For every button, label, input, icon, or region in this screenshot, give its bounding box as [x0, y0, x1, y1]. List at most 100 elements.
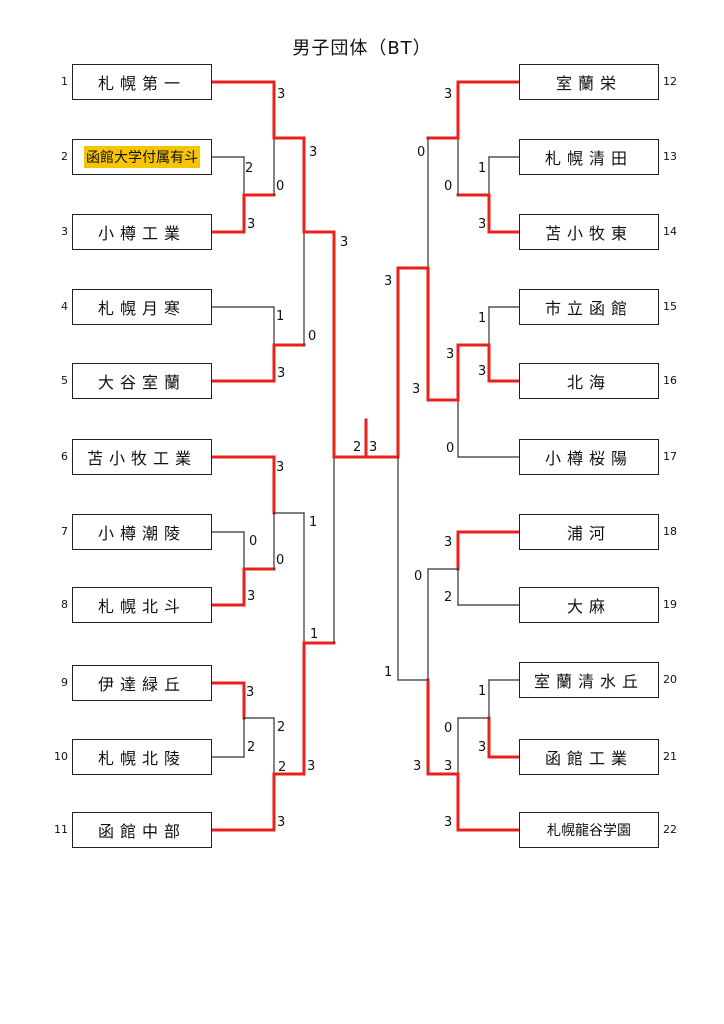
score-label: 2 — [353, 440, 361, 455]
score-label: 0 — [417, 145, 425, 160]
seed-number: 1 — [61, 75, 68, 88]
team-box: 函館大学付属有斗 — [72, 139, 212, 175]
team-box: 札幌北斗 — [72, 587, 212, 623]
score-label: 3 — [384, 274, 392, 289]
seed-number: 10 — [54, 750, 68, 763]
seed-number: 14 — [663, 225, 677, 238]
score-label: 2 — [444, 590, 452, 605]
team-box: 札幌龍谷学園 — [519, 812, 659, 848]
team-name: 函館工業 — [544, 749, 633, 768]
seed-number: 19 — [663, 598, 677, 611]
team-box: 大麻 — [519, 587, 659, 623]
score-label: 1 — [478, 684, 486, 699]
score-label: 3 — [247, 217, 255, 232]
team-box: 小樽工業 — [72, 214, 212, 250]
team-name: 小樽工業 — [97, 224, 186, 243]
team-name: 市立函館 — [544, 299, 633, 318]
seed-number: 15 — [663, 300, 677, 313]
seed-number: 21 — [663, 750, 677, 763]
seed-number: 16 — [663, 374, 677, 387]
score-label: 3 — [246, 685, 254, 700]
score-label: 1 — [309, 515, 317, 530]
team-name: 函館中部 — [97, 822, 186, 841]
score-label: 3 — [478, 740, 486, 755]
team-box: 札幌月寒 — [72, 289, 212, 325]
score-label: 1 — [478, 311, 486, 326]
team-box: 札幌第一 — [72, 64, 212, 100]
score-label: 0 — [446, 441, 454, 456]
team-box: 市立函館 — [519, 289, 659, 325]
team-name: 苫小牧工業 — [86, 449, 197, 468]
score-label: 3 — [412, 382, 420, 397]
team-box: 札幌清田 — [519, 139, 659, 175]
team-name: 室蘭栄 — [555, 74, 622, 93]
score-label: 0 — [308, 329, 316, 344]
seed-number: 8 — [61, 598, 68, 611]
seed-number: 11 — [54, 823, 68, 836]
score-label: 2 — [245, 161, 253, 176]
seed-number: 18 — [663, 525, 677, 538]
team-box: 伊達緑丘 — [72, 665, 212, 701]
seed-number: 12 — [663, 75, 677, 88]
team-name: 札幌北陵 — [97, 749, 186, 768]
team-box: 浦河 — [519, 514, 659, 550]
seed-number: 2 — [61, 150, 68, 163]
score-label: 3 — [444, 87, 452, 102]
page-title: 男子団体（BT） — [292, 38, 432, 59]
team-name: 札幌清田 — [544, 149, 633, 168]
score-label: 3 — [478, 364, 486, 379]
team-name: 札幌第一 — [97, 74, 186, 93]
team-box: 函館中部 — [72, 812, 212, 848]
score-label: 3 — [307, 759, 315, 774]
team-box: 苫小牧工業 — [72, 439, 212, 475]
seed-number: 13 — [663, 150, 677, 163]
score-label: 3 — [413, 759, 421, 774]
team-box: 大谷室蘭 — [72, 363, 212, 399]
score-label: 0 — [249, 534, 257, 549]
score-label: 1 — [276, 309, 284, 324]
score-label: 2 — [278, 760, 286, 775]
score-label: 2 — [277, 720, 285, 735]
score-label: 3 — [369, 440, 377, 455]
score-label: 3 — [444, 815, 452, 830]
score-label: 3 — [247, 589, 255, 604]
seed-number: 6 — [61, 450, 68, 463]
seed-number: 17 — [663, 450, 677, 463]
score-label: 1 — [310, 627, 318, 642]
team-name: 室蘭清水丘 — [533, 672, 644, 691]
score-label: 3 — [478, 217, 486, 232]
team-name: 札幌北斗 — [97, 597, 186, 616]
seed-number: 5 — [61, 374, 68, 387]
score-label: 3 — [444, 535, 452, 550]
seed-number: 22 — [663, 823, 677, 836]
score-label: 0 — [444, 721, 452, 736]
score-label: 2 — [247, 740, 255, 755]
team-name: 浦河 — [566, 524, 611, 543]
seed-number: 4 — [61, 300, 68, 313]
team-box: 小樽桜陽 — [519, 439, 659, 475]
team-box: 苫小牧東 — [519, 214, 659, 250]
score-label: 0 — [276, 179, 284, 194]
score-label: 0 — [276, 553, 284, 568]
score-label: 3 — [277, 366, 285, 381]
team-box: 室蘭清水丘 — [519, 662, 659, 698]
team-name: 大麻 — [566, 597, 611, 616]
score-label: 0 — [414, 569, 422, 584]
team-name: 小樽潮陵 — [97, 524, 186, 543]
score-label: 1 — [384, 665, 392, 680]
team-name: 伊達緑丘 — [97, 675, 186, 694]
seed-number: 3 — [61, 225, 68, 238]
team-box: 札幌北陵 — [72, 739, 212, 775]
score-label: 3 — [444, 759, 452, 774]
score-label: 3 — [277, 87, 285, 102]
score-label: 3 — [277, 815, 285, 830]
team-name: 苫小牧東 — [544, 224, 633, 243]
team-box: 室蘭栄 — [519, 64, 659, 100]
team-name: 函館大学付属有斗 — [84, 146, 200, 168]
team-name: 大谷室蘭 — [97, 373, 186, 392]
score-label: 3 — [446, 347, 454, 362]
score-label: 3 — [309, 145, 317, 160]
team-name: 小樽桜陽 — [544, 449, 633, 468]
team-name: 札幌龍谷学園 — [547, 823, 631, 839]
